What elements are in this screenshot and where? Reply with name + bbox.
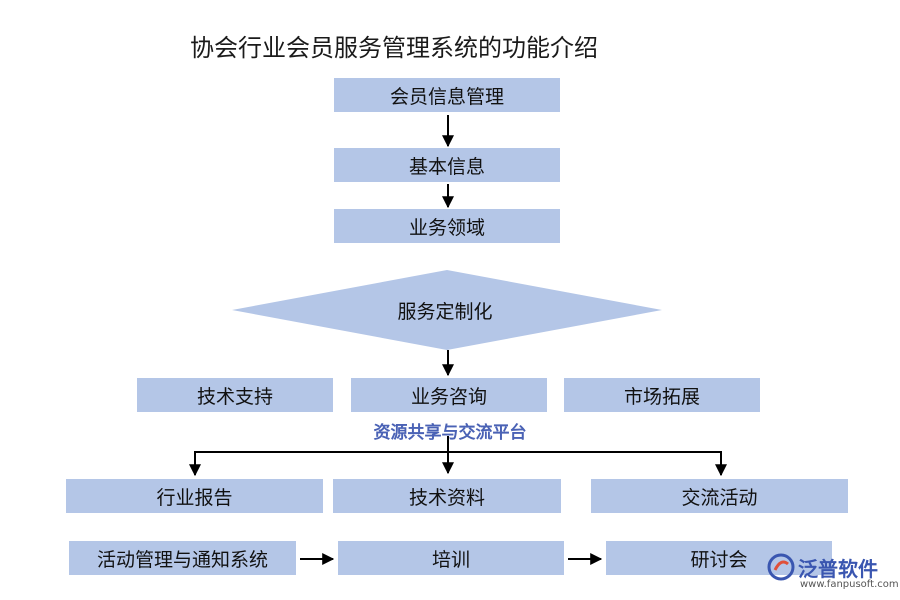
- node-tech-support: 技术支持: [137, 378, 333, 412]
- node-exchange-activity: 交流活动: [591, 479, 848, 513]
- node-industry-report: 行业报告: [66, 479, 323, 513]
- brand-name: 泛普软件: [798, 557, 878, 581]
- custom-service-diamond: [232, 270, 662, 350]
- brand-watermark: 泛普软件 www.fanpusoft.com: [766, 552, 899, 592]
- node-market-expansion: 市场拓展: [564, 378, 760, 412]
- node-custom-service: 服务定制化: [397, 300, 493, 323]
- section-label-platform: 资源共享与交流平台: [373, 423, 527, 443]
- branch-bar: [194, 451, 722, 473]
- brand-url: www.fanpusoft.com: [800, 579, 899, 590]
- brand-logo-icon: [767, 553, 795, 581]
- node-tech-material: 技术资料: [333, 479, 561, 513]
- node-member-info: 会员信息管理: [334, 78, 560, 112]
- node-basic-info: 基本信息: [334, 148, 560, 182]
- node-business-consult: 业务咨询: [351, 378, 547, 412]
- node-training: 培训: [338, 541, 564, 575]
- node-business-domain: 业务领域: [334, 209, 560, 243]
- node-seminar: 研讨会: [606, 541, 832, 575]
- diagram-title: 协会行业会员服务管理系统的功能介绍: [190, 34, 598, 62]
- node-activity-notice: 活动管理与通知系统: [69, 541, 296, 575]
